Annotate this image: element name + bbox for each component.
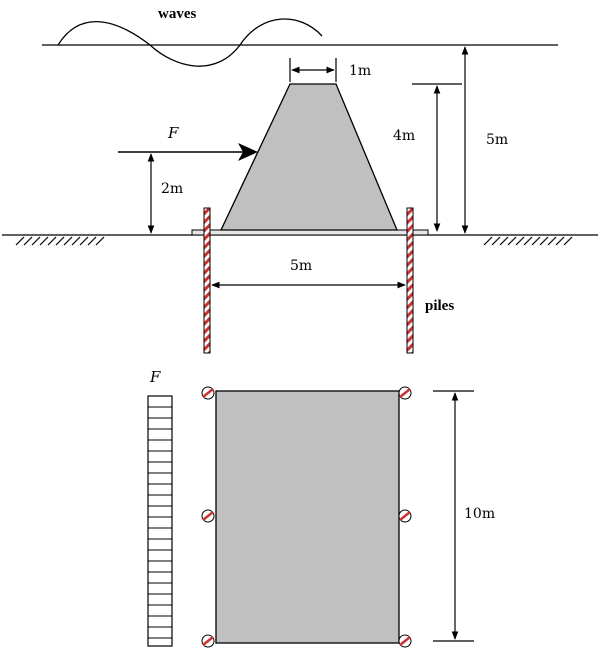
- wave-curve: [57, 18, 323, 67]
- breakwater-body: [219, 83, 398, 231]
- top-width-label: 1m: [349, 63, 371, 79]
- pile-right: [406, 207, 414, 354]
- plan-structure: [215, 390, 400, 644]
- height-4m-label: 4m: [393, 128, 415, 144]
- force-plan-label: F: [149, 368, 161, 386]
- base-slab: [191, 229, 429, 236]
- height-5m-label: 5m: [486, 132, 508, 148]
- ground-hatch-left: [15, 236, 105, 246]
- plan-pile-top-left: [201, 386, 215, 400]
- piles-label: piles: [425, 298, 454, 314]
- distributed-load: [147, 395, 173, 647]
- force-arrowhead: [238, 143, 258, 161]
- length-10m-label: 10m: [464, 506, 495, 522]
- pile-left: [203, 207, 211, 354]
- length-10m-dimension: [433, 390, 474, 642]
- waves-label: waves: [158, 6, 196, 22]
- ground-hatch-right: [483, 236, 573, 246]
- plan-pile-mid-left: [201, 509, 215, 523]
- force-height-label: 2m: [161, 181, 183, 197]
- plan-pile-mid-right: [398, 509, 412, 523]
- plan-pile-bottom-left: [201, 634, 215, 648]
- plan-pile-bottom-right: [398, 634, 412, 648]
- height-4m-dimension: [412, 83, 462, 232]
- base-width-label: 5m: [290, 258, 312, 274]
- plan-pile-top-right: [398, 386, 412, 400]
- plan-piles: [201, 386, 412, 648]
- force-label: F: [167, 124, 179, 142]
- top-width-dimension: [289, 58, 337, 82]
